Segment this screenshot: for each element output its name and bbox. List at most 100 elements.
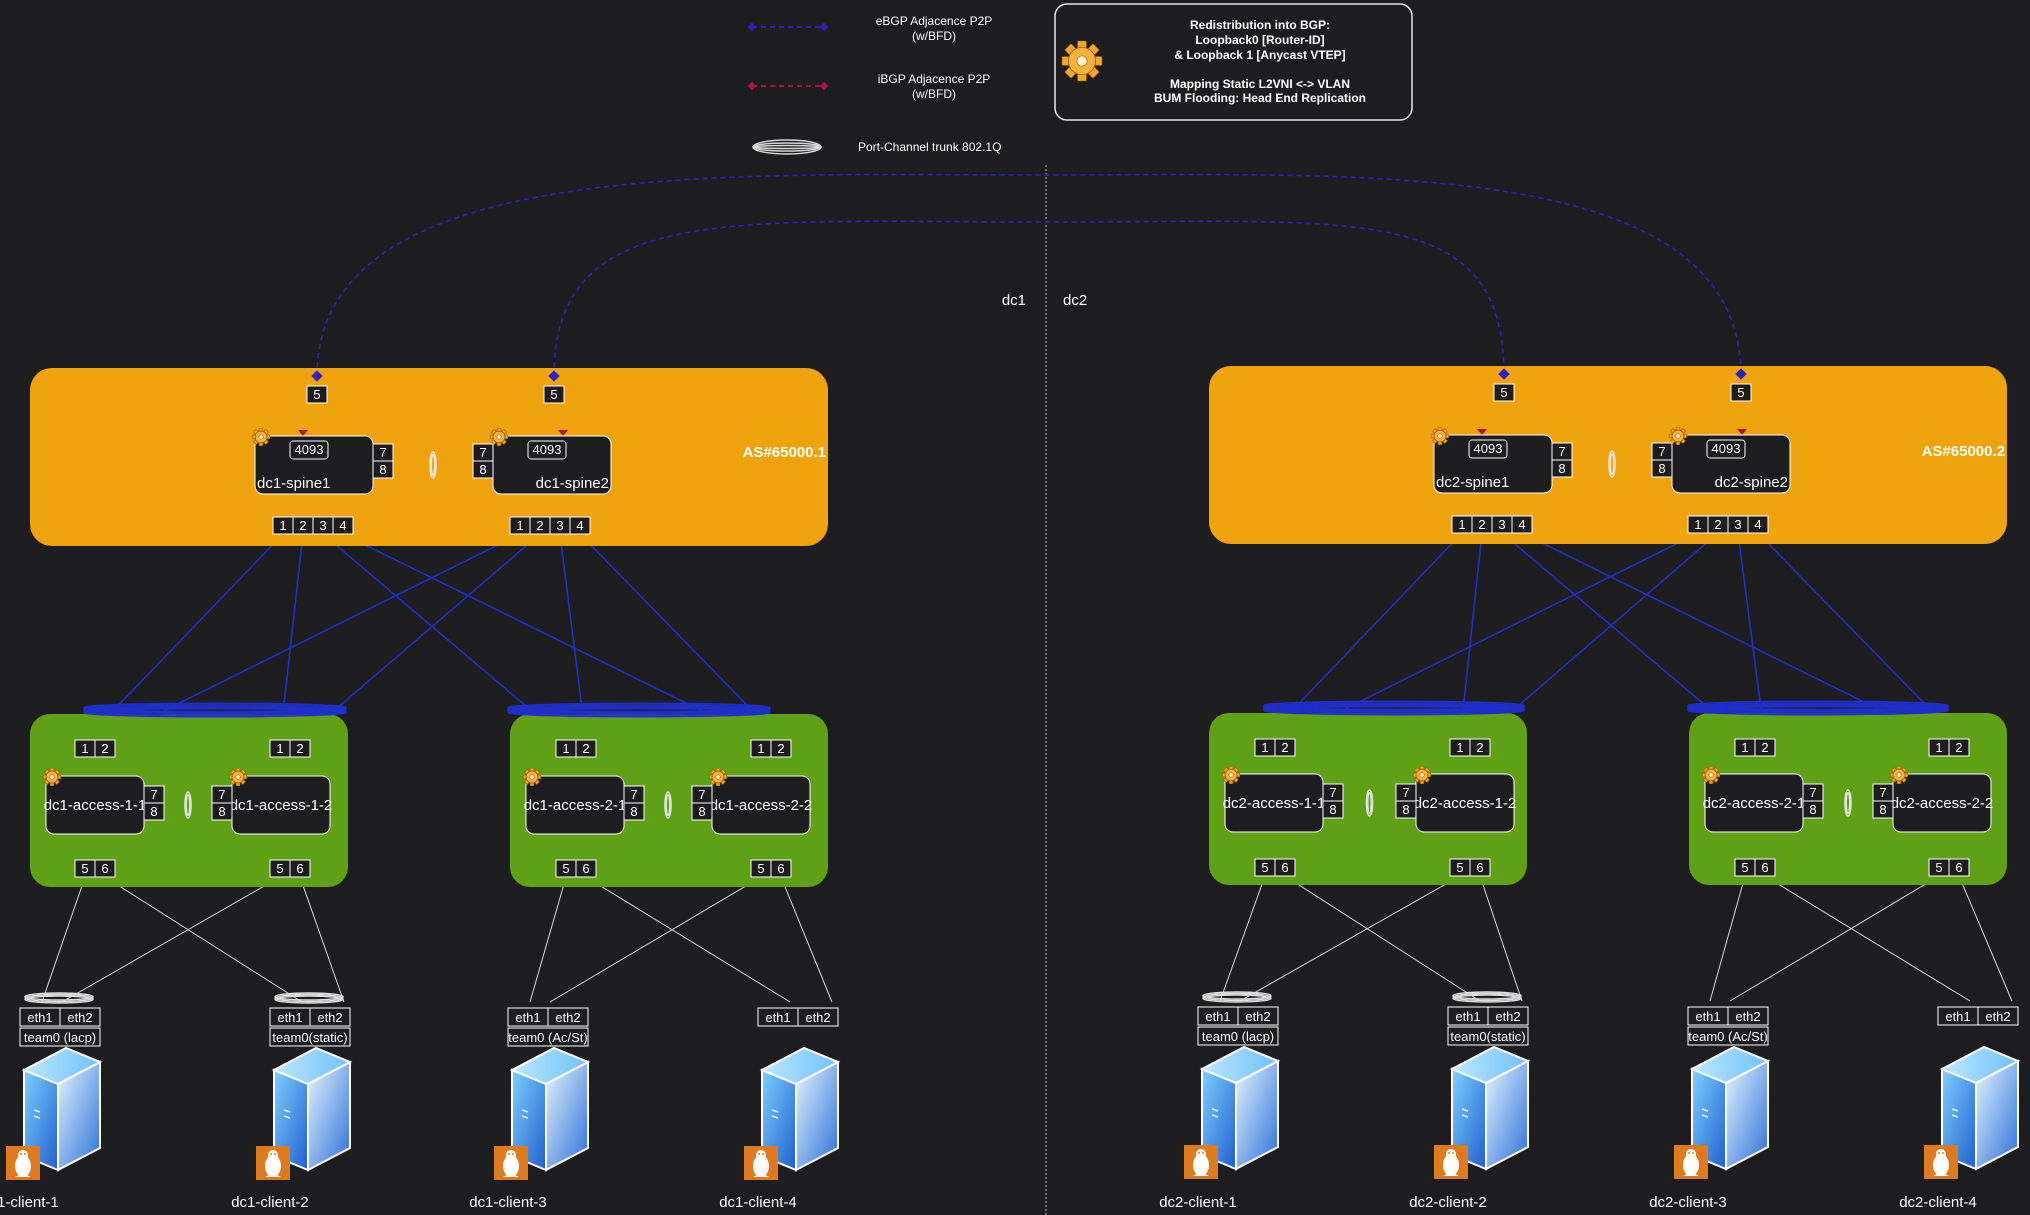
- nic-label: eth2: [805, 1010, 830, 1025]
- access-name: dc2-access-1-2: [1414, 795, 1517, 812]
- port-box: [1322, 800, 1344, 819]
- pc-ring: [1263, 702, 1525, 712]
- linux-eye: [1448, 1152, 1450, 1154]
- ibgp-endpoint: [1737, 429, 1747, 435]
- pc-ring: [1263, 700, 1525, 711]
- port-box: [569, 516, 591, 535]
- port-label: 2: [299, 518, 306, 533]
- port-label: 3: [319, 518, 326, 533]
- team-label: team0(static): [272, 1030, 347, 1045]
- port-box: [1395, 800, 1417, 819]
- port-box: [1754, 738, 1776, 757]
- linux-icon: [1184, 1145, 1218, 1179]
- pc-ring: [430, 454, 436, 477]
- nic-label: eth2: [1245, 1009, 1270, 1024]
- pc-ring: [274, 995, 344, 1004]
- access-client-link: [1479, 875, 1523, 1002]
- ebgp-endpoint: [1498, 368, 1510, 380]
- access-name: dc1-access-1-2: [230, 797, 333, 814]
- pc-ring: [507, 702, 771, 713]
- pc-ring: [1687, 703, 1949, 713]
- port-label: 7: [1402, 785, 1409, 800]
- port-label: 2: [777, 741, 784, 756]
- access-client-link: [1709, 875, 1746, 1002]
- linux-eye: [512, 1153, 514, 1155]
- legend-ebgp-label: eBGP Adjacence P2P: [876, 14, 993, 28]
- port-label: 3: [1498, 517, 1505, 532]
- gear-hub: [715, 774, 721, 780]
- port-label: 2: [296, 741, 303, 756]
- gear-hub: [1076, 55, 1088, 67]
- team-label: team0 (lacp): [24, 1030, 96, 1045]
- gear-hub: [496, 434, 502, 440]
- port-box: [575, 859, 597, 878]
- info-line: BUM Flooding: Head End Replication: [1154, 91, 1366, 105]
- port-label: 3: [556, 518, 563, 533]
- port-box: [623, 802, 645, 821]
- linux-icon: [1674, 1145, 1708, 1179]
- port-box: [472, 460, 494, 479]
- pc-ring: [1687, 705, 1949, 716]
- access-client-link: [1284, 875, 1481, 1002]
- server-icon: [1199, 1045, 1281, 1171]
- gear-icon: [228, 767, 248, 787]
- team-box: [19, 1027, 101, 1047]
- pc-ring: [184, 791, 192, 819]
- spine-uplink-port: 5: [543, 385, 565, 404]
- port-box: [1948, 858, 1970, 877]
- access-peer-ports: 78: [691, 785, 713, 821]
- server-icon: [1689, 1045, 1771, 1171]
- server-top: [509, 1046, 591, 1086]
- access-client-link: [1729, 875, 1940, 1002]
- port-label: 1: [1458, 517, 1465, 532]
- linux-eye: [20, 1153, 22, 1155]
- nic-box: [547, 1007, 589, 1027]
- access-switch: dc2-access-2-2: [1889, 765, 1993, 833]
- gear-icon: [251, 427, 271, 447]
- port-label: 5: [1500, 385, 1507, 400]
- access-switch: dc1-access-2-1: [522, 767, 627, 835]
- port-box: [1872, 800, 1894, 819]
- nic-label: eth2: [67, 1010, 92, 1025]
- linux-eye: [1198, 1152, 1200, 1154]
- vlan-label: 4093: [533, 442, 562, 457]
- ebgp-endpoint: [1735, 368, 1747, 380]
- port-label: 6: [101, 861, 108, 876]
- port-box: [770, 739, 792, 758]
- linux-head: [18, 1150, 28, 1160]
- pc-ring: [1367, 791, 1372, 814]
- legend-portchannel-icon: [752, 139, 822, 155]
- pc-ring: [1365, 789, 1374, 817]
- linux-body: [1193, 1154, 1209, 1176]
- port-label: 6: [777, 861, 784, 876]
- port-box: [143, 802, 165, 821]
- port-label: 7: [218, 787, 225, 802]
- client-name: dc2-client-3: [1649, 1194, 1727, 1211]
- port-channel-icon: [429, 451, 437, 479]
- info-box: Redistribution into BGP:Loopback0 [Route…: [1054, 3, 1413, 121]
- port-label: 6: [1955, 860, 1962, 875]
- port-label: 1: [1694, 517, 1701, 532]
- port-channel-icon: [274, 992, 344, 1004]
- port-box: [1730, 383, 1752, 402]
- pc-ring: [83, 707, 347, 718]
- port-channel-icon: [664, 791, 672, 819]
- port-label: 2: [1478, 517, 1485, 532]
- port-label: 2: [582, 741, 589, 756]
- server-icon: [21, 1046, 103, 1172]
- server-icon: [1449, 1045, 1531, 1171]
- server-top: [759, 1046, 841, 1086]
- pc-ring: [83, 702, 347, 713]
- client-name: dc2-client-4: [1899, 1194, 1977, 1211]
- port-box: [1551, 459, 1573, 478]
- access-name: dc1-access-2-1: [524, 797, 627, 814]
- linux-head: [506, 1150, 516, 1160]
- server-slot: [521, 1115, 529, 1119]
